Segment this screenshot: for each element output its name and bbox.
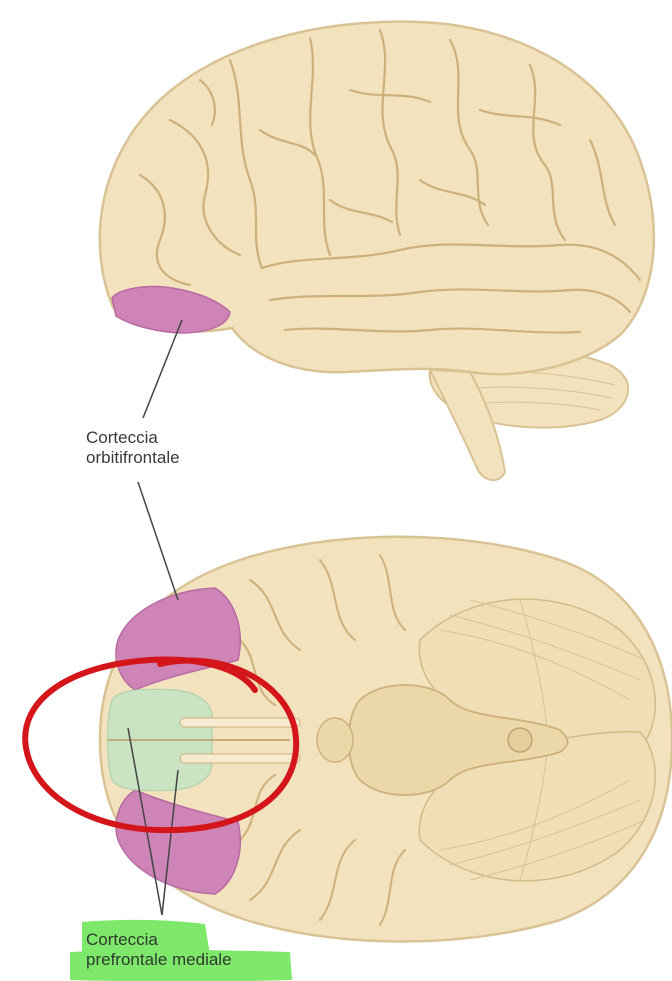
pointer-line-lateral	[143, 320, 182, 418]
label-medial-prefrontal-cortex: Corteccia prefrontale mediale	[86, 930, 232, 970]
label-medial-prefrontal-line2: prefrontale mediale	[86, 950, 232, 970]
label-medial-prefrontal-line1: Corteccia	[86, 930, 232, 950]
label-orbitofrontal-cortex: Corteccia orbitifrontale	[86, 428, 180, 468]
label-orbitofrontal-line1: Corteccia	[86, 428, 180, 448]
brain-lateral-view	[100, 22, 654, 480]
brain-ventral-view	[100, 537, 672, 942]
pointer-line-ventral	[138, 482, 178, 600]
label-orbitofrontal-line2: orbitifrontale	[86, 448, 180, 468]
